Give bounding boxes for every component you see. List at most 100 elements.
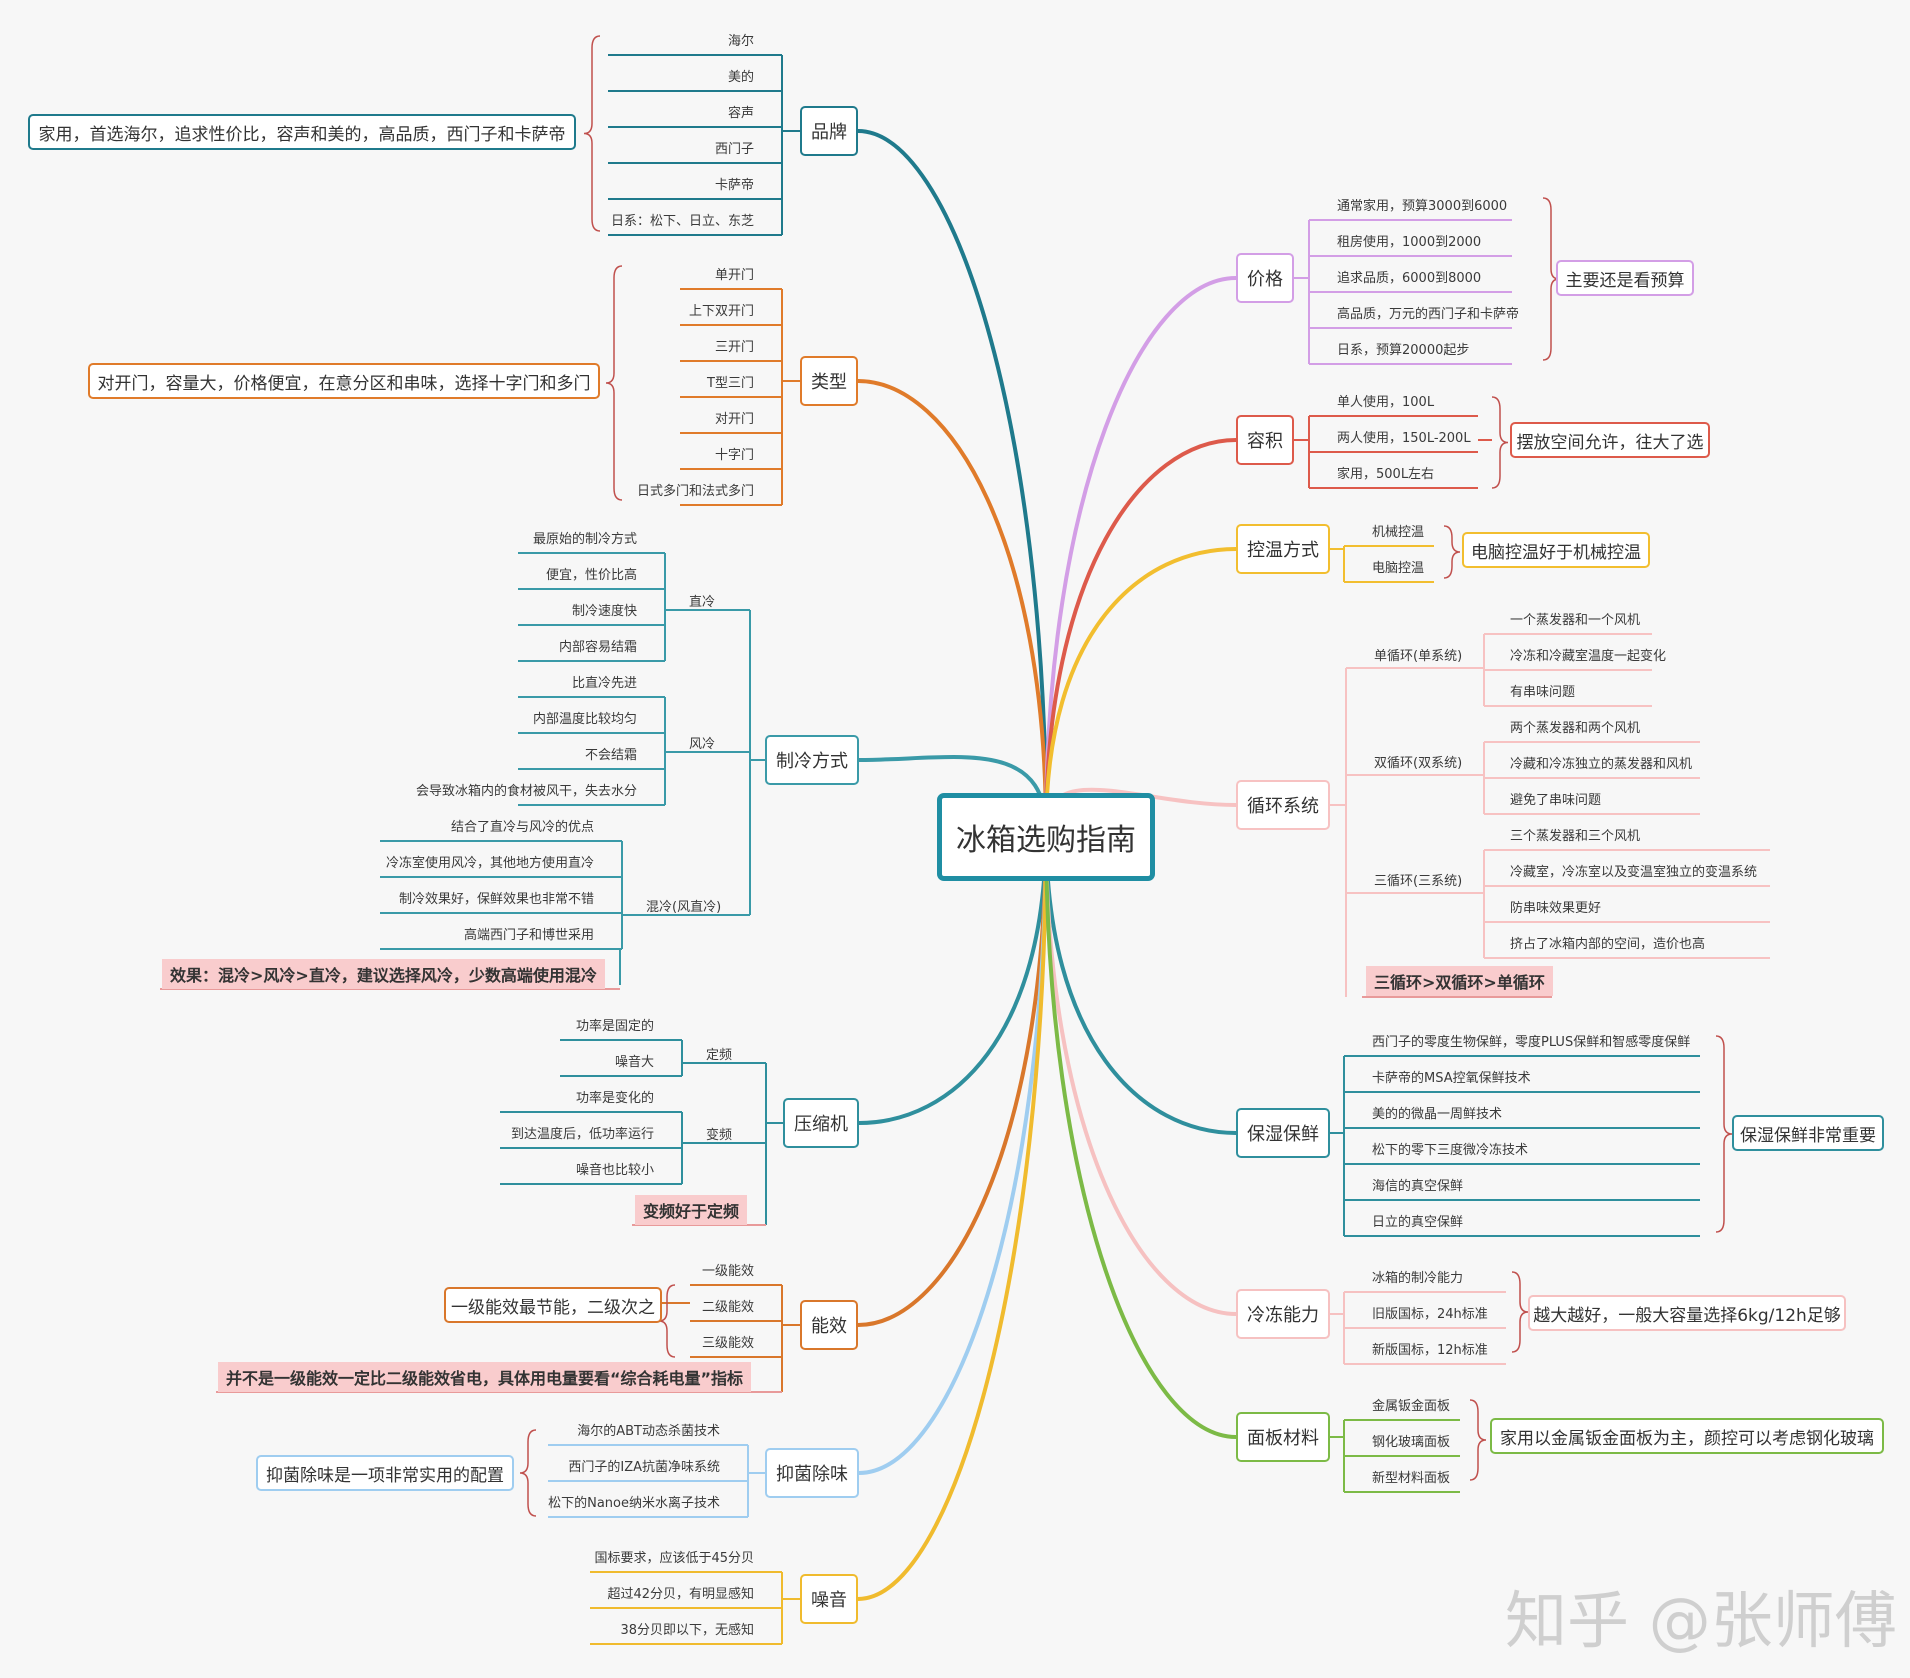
type-topic[interactable]: 类型: [800, 356, 858, 406]
type-item: 三开门: [714, 340, 754, 355]
energy-item: 三级能效: [701, 1336, 754, 1351]
volume-topic[interactable]: 容积: [1236, 415, 1294, 465]
freeze-branch-line: [1044, 829, 1237, 1316]
cycle-item: 防串味效果更好: [1510, 901, 1602, 916]
cooling-item: 高端西门子和博世采用: [463, 928, 594, 943]
cooling-item: 制冷效果好，保鲜效果也非常不错: [398, 892, 594, 907]
cycle-item: 有串味问题: [1510, 685, 1576, 700]
tempctl-branch-line: [1044, 547, 1237, 831]
type-item: 对开门: [714, 412, 754, 427]
energy-topic[interactable]: 能效: [800, 1300, 858, 1350]
freeze-brace: [1511, 1271, 1529, 1353]
compressor-branch-line: [858, 829, 1048, 1125]
cycle-item: 冷藏和冷冻独立的蒸发器和风机: [1510, 757, 1693, 772]
brand-item: 卡萨帝: [714, 178, 754, 193]
cooling-topic[interactable]: 制冷方式: [765, 735, 859, 785]
panel-brace: [1469, 1399, 1487, 1481]
energy-branch-line: [857, 829, 1048, 1327]
panel-topic[interactable]: 面板材料: [1236, 1412, 1330, 1462]
antibac-brace: [519, 1429, 537, 1517]
cycle-item: 避免了串味问题: [1510, 793, 1602, 808]
freeze-note: 越大越好，一般大容量选择6kg/12h足够: [1528, 1295, 1846, 1331]
fresh-item: 日立的真空保鲜: [1372, 1215, 1464, 1230]
fresh-topic[interactable]: 保湿保鲜: [1236, 1108, 1330, 1158]
tempctl-item: 电脑控温: [1372, 561, 1425, 576]
central-topic[interactable]: 冰箱选购指南: [937, 793, 1155, 881]
brand-item: 海尔: [727, 34, 754, 49]
panel-item: 新型材料面板: [1372, 1471, 1451, 1486]
compressor-item: 噪音也比较小: [575, 1163, 654, 1178]
cycle-group-label: 单循环(单系统): [1374, 649, 1463, 664]
panel-branch-line: [1044, 829, 1237, 1439]
type-item: T型三门: [707, 376, 754, 391]
type-item: 单开门: [714, 268, 754, 283]
antibac-item: 海尔的ABT动态杀菌技术: [577, 1424, 720, 1439]
energy-highlight: 并不是一级能效一定比二级能效省电，具体用电量要看“综合耗电量”指标: [218, 1362, 752, 1392]
antibac-topic[interactable]: 抑菌除味: [765, 1448, 859, 1498]
freeze-topic[interactable]: 冷冻能力: [1236, 1289, 1330, 1339]
price-item: 日系，预算20000起步: [1337, 343, 1470, 358]
cooling-item: 比直冷先进: [571, 676, 637, 691]
price-item: 通常家用，预算3000到6000: [1337, 199, 1508, 214]
antibac-branch-line: [858, 829, 1048, 1475]
cooling-item: 冷冻室使用风冷，其他地方使用直冷: [385, 856, 594, 871]
cooling-item: 不会结霜: [584, 748, 637, 763]
compressor-item: 到达温度后，低功率运行: [510, 1127, 654, 1142]
antibac-note: 抑菌除味是一项非常实用的配置: [256, 1455, 514, 1491]
brand-item: 西门子: [714, 142, 754, 157]
volume-brace: [1491, 396, 1509, 489]
panel-note: 家用以金属钣金面板为主，颜控可以考虑钢化玻璃: [1490, 1418, 1884, 1454]
compressor-highlight: 变频好于定频: [635, 1195, 748, 1225]
antibac-item: 松下的Nanoe纳米水离子技术: [548, 1496, 720, 1511]
cooling-highlight: 效果：混冷>风冷>直冷，建议选择风冷，少数高端使用混冷: [162, 959, 605, 989]
fresh-item: 西门子的零度生物保鲜，零度PLUS保鲜和智感零度保鲜: [1372, 1035, 1691, 1050]
cycle-group-label: 双循环(双系统): [1374, 756, 1463, 771]
compressor-item: 功率是固定的: [575, 1019, 654, 1034]
cycle-highlight: 三循环>双循环>单循环: [1366, 966, 1553, 996]
type-branch-line: [857, 379, 1048, 831]
cooling-item: 内部温度比较均匀: [532, 712, 637, 727]
freeze-item: 冰箱的制冷能力: [1372, 1271, 1464, 1286]
cooling-item: 会导致冰箱内的食材被风干，失去水分: [415, 784, 637, 799]
tempctl-note: 电脑控温好于机械控温: [1462, 532, 1650, 568]
noise-item: 超过42分贝，有明显感知: [607, 1587, 754, 1602]
cooling-item: 结合了直冷与风冷的优点: [450, 820, 594, 835]
fresh-brace: [1715, 1035, 1733, 1233]
volume-branch-line: [1044, 438, 1237, 831]
type-item: 十字门: [714, 448, 754, 463]
cooling-group-label: 直冷: [689, 595, 716, 610]
price-item: 租房使用，1000到2000: [1337, 235, 1482, 250]
type-note: 对开门，容量大，价格便宜，在意分区和串味，选择十字门和多门: [88, 363, 600, 399]
type-item: 日式多门和法式多门: [636, 484, 754, 499]
tempctl-brace: [1443, 525, 1461, 579]
watermark: 知乎 @张师傅: [1505, 1584, 1897, 1657]
noise-branch-line: [857, 829, 1048, 1601]
cycle-topic[interactable]: 循环系统: [1236, 780, 1330, 830]
noise-topic[interactable]: 噪音: [800, 1574, 858, 1624]
price-topic[interactable]: 价格: [1236, 253, 1294, 303]
brand-item: 容声: [727, 106, 754, 121]
cycle-item: 一个蒸发器和一个风机: [1510, 613, 1641, 628]
cooling-item: 最原始的制冷方式: [532, 532, 637, 547]
cooling-item: 制冷速度快: [571, 604, 637, 619]
brand-topic[interactable]: 品牌: [800, 106, 858, 156]
cooling-item: 内部容易结霜: [558, 640, 637, 655]
panel-item: 金属钣金面板: [1372, 1399, 1451, 1414]
brand-branch-line: [857, 129, 1048, 831]
compressor-topic[interactable]: 压缩机: [783, 1098, 859, 1148]
freeze-item: 旧版国标，24h标准: [1372, 1307, 1488, 1322]
energy-note: 一级能效最节能，二级次之: [444, 1287, 662, 1323]
fresh-note: 保湿保鲜非常重要: [1732, 1115, 1884, 1151]
cycle-item: 三个蒸发器和三个风机: [1510, 829, 1641, 844]
brand-item: 美的: [727, 70, 754, 85]
cycle-group-label: 三循环(三系统): [1374, 874, 1463, 889]
price-item: 高品质，万元的西门子和卡萨帝: [1337, 307, 1520, 322]
compressor-group-label: 变频: [706, 1128, 733, 1143]
fresh-branch-line: [1044, 829, 1237, 1135]
type-item: 上下双开门: [688, 304, 754, 319]
price-item: 追求品质，6000到8000: [1337, 271, 1482, 286]
price-branch-line: [1044, 276, 1237, 831]
brand-brace: [583, 35, 601, 232]
tempctl-topic[interactable]: 控温方式: [1236, 524, 1330, 574]
